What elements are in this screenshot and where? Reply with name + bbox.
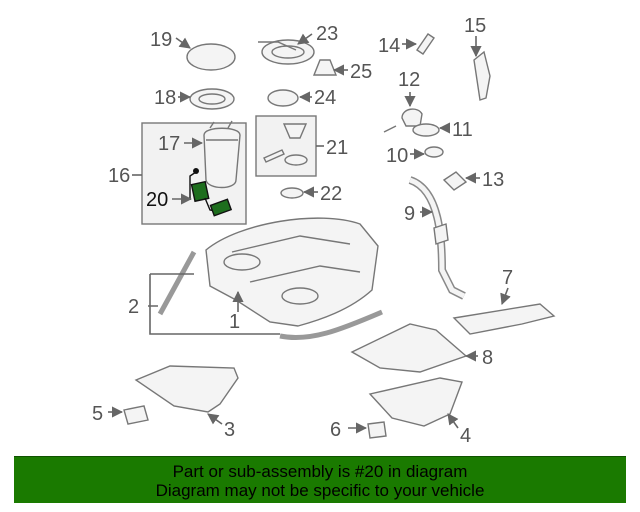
callout-7: 7 — [502, 267, 513, 289]
callout-6: 6 — [330, 419, 341, 441]
part-4-under-cover — [368, 377, 463, 427]
part-24-o-ring — [267, 89, 299, 107]
callout-13: 13 — [482, 169, 504, 191]
callout-17: 17 — [158, 133, 180, 155]
callout-12: 12 — [398, 69, 420, 91]
part-10-seal — [424, 146, 444, 158]
info-banner: Part or sub-assembly is #20 in diagram D… — [14, 456, 626, 503]
callout-labels: 1 2 3 4 5 6 7 8 9 10 11 12 13 14 15 16 1… — [92, 15, 513, 447]
part-23-lock-ring — [258, 39, 315, 65]
callout-16: 16 — [108, 165, 130, 187]
callout-10: 10 — [386, 145, 408, 167]
callout-25: 25 — [350, 61, 372, 83]
part-1-fuel-tank — [205, 217, 379, 327]
banner-line-2: Diagram may not be specific to your vehi… — [155, 481, 485, 500]
part-11-gasket — [412, 123, 440, 137]
part-18-ring — [189, 88, 235, 110]
part-21-contents — [263, 123, 308, 166]
part-2-straps — [157, 250, 383, 341]
callout-5: 5 — [92, 403, 103, 425]
callout-4: 4 — [460, 425, 471, 447]
callout-8: 8 — [482, 347, 493, 369]
callout-9: 9 — [404, 203, 415, 225]
part-3-cover — [134, 365, 239, 413]
box-21 — [255, 115, 317, 177]
part-7-heat-shield — [452, 303, 556, 335]
callout-18: 18 — [154, 87, 176, 109]
leader-lines — [108, 33, 511, 434]
part-17-fuel-pump — [203, 120, 241, 189]
callout-21: 21 — [326, 137, 348, 159]
callout-20-highlighted: 20 — [146, 189, 168, 211]
part-6-clip — [367, 421, 387, 439]
callout-22: 22 — [320, 183, 342, 205]
part-5-clip — [123, 405, 149, 425]
callout-2: 2 — [128, 296, 139, 318]
part-9-filler-pipe — [408, 176, 466, 300]
callout-19: 19 — [150, 29, 172, 51]
callout-23: 23 — [316, 23, 338, 45]
callout-24: 24 — [314, 87, 336, 109]
parts-diagram: 1 2 3 4 5 6 7 8 9 10 11 12 13 14 15 16 1… — [92, 15, 556, 447]
part-19-gasket — [186, 43, 236, 71]
part-8-shield — [350, 323, 468, 373]
part-20-fuel-level-sensor — [189, 168, 233, 217]
callout-11: 11 — [452, 119, 473, 141]
callout-3: 3 — [224, 419, 235, 441]
part-14-valve — [416, 33, 435, 55]
part-13-connector — [442, 171, 468, 191]
part-22-bracket — [280, 187, 304, 199]
banner-line-1: Part or sub-assembly is #20 in diagram — [172, 462, 468, 481]
callout-15: 15 — [464, 15, 486, 37]
part-25-cap — [312, 59, 338, 76]
callout-14: 14 — [378, 35, 400, 57]
part-15-shield — [473, 50, 491, 101]
callout-1: 1 — [229, 311, 240, 333]
